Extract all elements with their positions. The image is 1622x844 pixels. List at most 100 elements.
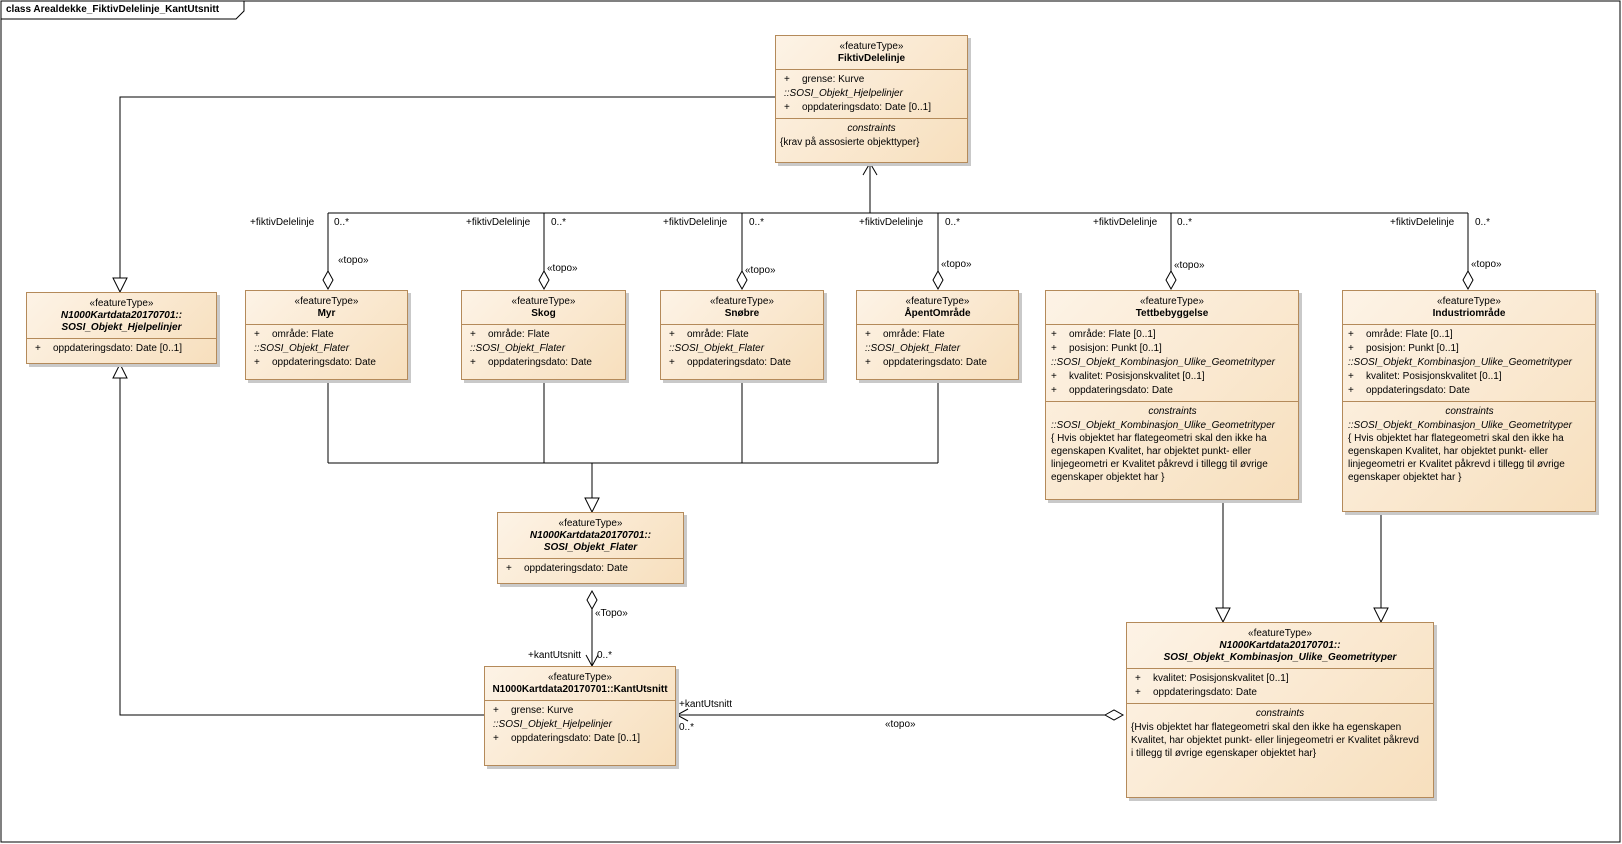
- attribute-row: +oppdateringsdato: Date: [865, 356, 1014, 370]
- attribute-row: + oppdateringsdato: Date: [1135, 686, 1429, 700]
- gen-triangle-hjelpelinjer-bottom: [112, 362, 128, 379]
- class-header: «featureType» N1000Kartdata20170701:: SO…: [498, 513, 683, 559]
- attribute-list: +område: Flate ::SOSI_Objekt_Flater +opp…: [857, 325, 1018, 373]
- stereotype-label: «featureType»: [558, 518, 623, 529]
- visibility-marker: +: [1135, 687, 1141, 698]
- attribute-text: posisjon: Punkt [0..1]: [1366, 343, 1459, 354]
- constraints-section: constraints ::SOSI_Objekt_Kombinasjon_Ul…: [1343, 401, 1595, 487]
- class-tettbebyggelse[interactable]: «featureType» Tettbebyggelse +område: Fl…: [1045, 290, 1299, 500]
- stereotype-label: «featureType»: [1437, 296, 1501, 307]
- class-name: Tettbebyggelse: [1135, 308, 1209, 319]
- multiplicity-label-industri: 0..*: [1475, 217, 1491, 228]
- class-name: SOSI_Objekt_Flater: [543, 542, 638, 553]
- class-apentomrade[interactable]: «featureType» ÅpentOmråde +område: Flate…: [856, 290, 1019, 380]
- class-industriomrade[interactable]: «featureType» Industriområde + område: Fl…: [1342, 290, 1596, 512]
- attribute-text: oppdateringsdato: Date: [687, 357, 791, 368]
- stereotype-label-kombinasjon-topo: «topo»: [885, 719, 916, 730]
- role-label-apent: +fiktivDelelinje: [859, 217, 924, 228]
- constraints-section: constraints {Hvis objektet har flategeom…: [1127, 703, 1433, 763]
- class-sosi-objekt-flater[interactable]: «featureType» N1000Kartdata20170701:: SO…: [497, 512, 684, 584]
- attribute-text: oppdateringsdato: Date: [272, 357, 376, 368]
- visibility-marker: +: [1135, 673, 1141, 684]
- attribute-text: område: Flate [0..1]: [1366, 329, 1453, 340]
- aggregation-diamond-skog: [538, 269, 550, 291]
- attribute-row: +oppdateringsdato: Date: [669, 356, 819, 370]
- stereotype-label-apent-topo: «topo»: [941, 259, 972, 270]
- class-header: «featureType» Industriområde: [1343, 291, 1595, 325]
- visibility-marker: +: [784, 102, 790, 113]
- attribute-group: ::SOSI_Objekt_Kombinasjon_Ulike_Geometri…: [1348, 357, 1572, 368]
- attribute-row: + oppdateringsdato: Date: [470, 356, 621, 370]
- attribute-row: +grense: Kurve: [784, 73, 963, 87]
- gen-triangle-tett: [1215, 607, 1231, 624]
- attribute-row: +kvalitet: Posisjonskvalitet [0..1]: [1051, 370, 1294, 384]
- attribute-list: +oppdateringsdato: Date [0..1]: [27, 339, 216, 359]
- attribute-row: +oppdateringsdato: Date [0..1]: [784, 101, 963, 115]
- constraint-line: linjegeometri er Kvalitet påkrevd i till…: [1348, 459, 1565, 470]
- attribute-row: +område: Flate: [254, 328, 403, 342]
- class-name-package: N1000Kartdata20170701::: [60, 310, 183, 321]
- constraints-title: constraints: [847, 123, 896, 134]
- class-header: «featureType» N1000Kartdata20170701:: SO…: [1127, 623, 1433, 669]
- aggregation-diamond-industri: [1462, 269, 1474, 291]
- class-sosi-objekt-kombinasjon[interactable]: «featureType» N1000Kartdata20170701:: SO…: [1126, 622, 1434, 798]
- attribute-row: +oppdateringsdato: Date: [506, 562, 679, 576]
- attribute-row: +kvalitet: Posisjonskvalitet [0..1]: [1348, 370, 1591, 384]
- constraints-group: ::SOSI_Objekt_Kombinasjon_Ulike_Geometri…: [1051, 420, 1275, 431]
- class-header: «featureType» Tettbebyggelse: [1046, 291, 1298, 325]
- attribute-row: +grense: Kurve: [493, 704, 671, 718]
- constraint-line: { Hvis objektet har flategeometri skal d…: [1051, 433, 1267, 444]
- stereotype-label: «featureType»: [548, 672, 612, 683]
- attribute-text: oppdateringsdato: Date: [883, 357, 987, 368]
- visibility-marker: +: [865, 329, 871, 340]
- visibility-marker: +: [1348, 329, 1354, 340]
- constraint-text: {krav på assosierte objekttyper}: [780, 137, 920, 148]
- multiplicity-label-apent: 0..*: [945, 217, 961, 228]
- visibility-marker: +: [470, 357, 476, 368]
- attribute-list: +område: Flate [0..1] +posisjon: Punkt […: [1343, 325, 1595, 401]
- attribute-text: oppdateringsdato: Date: [1153, 687, 1257, 698]
- class-fiktivdelelinje[interactable]: «featureType» FiktivDelelinje +grense: K…: [775, 35, 968, 163]
- visibility-marker: +: [1348, 371, 1354, 382]
- multiplicity-label-skog: 0..*: [551, 217, 567, 228]
- constraint-line: egenskapen Kvalitet, har objektet punkt-…: [1348, 446, 1549, 457]
- attribute-text: oppdateringsdato: Date: [524, 563, 628, 574]
- attribute-row: +oppdateringsdato: Date: [1051, 384, 1294, 398]
- class-name: Snøbre: [724, 308, 760, 319]
- attribute-row: +oppdateringsdato: Date [0..1]: [35, 342, 212, 356]
- komb-kant-arrow: [675, 708, 689, 722]
- attribute-list: +område: Flate ::SOSI_Objekt_Flater +opp…: [661, 325, 823, 373]
- gen-triangle-industri: [1373, 607, 1389, 624]
- class-header: «featureType» Myr: [246, 291, 407, 325]
- attribute-list: +grense: Kurve ::SOSI_Objekt_Hjelpelinje…: [485, 701, 675, 749]
- attribute-group: ::SOSI_Objekt_Kombinasjon_Ulike_Geometri…: [1051, 357, 1275, 368]
- attribute-row: +område: Flate: [865, 328, 1014, 342]
- attribute-list: +kvalitet: Posisjonskvalitet [0..1] +opp…: [1127, 669, 1433, 703]
- class-snobre[interactable]: «featureType» Snøbre +område: Flate ::SO…: [660, 290, 824, 380]
- class-myr[interactable]: «featureType» Myr +område: Flate ::SOSI_…: [245, 290, 408, 380]
- generalization-kantutsnitt-hjelpelinjer: [119, 378, 484, 716]
- stereotype-label-industri-topo: «topo»: [1471, 259, 1502, 270]
- multiplicity-label-tett: 0..*: [1177, 217, 1193, 228]
- attribute-text: oppdateringsdato: Date: [488, 357, 592, 368]
- attribute-row: +oppdateringsdato: Date: [1348, 384, 1591, 398]
- attribute-row: + område: Flate [0..1]: [1348, 328, 1591, 342]
- stereotype-label-tett-topo: «topo»: [1174, 260, 1205, 271]
- attribute-list: +område: Flate ::SOSI_Objekt_Flater +opp…: [246, 325, 407, 373]
- attribute-row: +posisjon: Punkt [0..1]: [1051, 342, 1294, 356]
- attribute-text: oppdateringsdato: Date: [1069, 385, 1173, 396]
- attribute-row: +oppdateringsdato: Date [0..1]: [493, 732, 671, 746]
- attribute-group: ::SOSI_Objekt_Flater: [470, 343, 566, 354]
- stereotype-label: «featureType»: [710, 296, 774, 307]
- class-skog[interactable]: «featureType» Skog +område: Flate ::SOSI…: [461, 290, 626, 380]
- class-header: «featureType» Skog: [462, 291, 625, 325]
- stereotype-label-skog-topo: «topo»: [547, 263, 578, 274]
- class-kantutsnitt[interactable]: «featureType» N1000Kartdata20170701::Kan…: [484, 666, 676, 766]
- attribute-row: +posisjon: Punkt [0..1]: [1348, 342, 1591, 356]
- role-label-industri: +fiktivDelelinje: [1390, 217, 1455, 228]
- class-sosi-objekt-hjelpelinjer[interactable]: «featureType» N1000Kartdata20170701:: SO…: [26, 292, 217, 364]
- class-name: ÅpentOmråde: [904, 308, 971, 319]
- visibility-marker: +: [35, 343, 41, 354]
- visibility-marker: +: [1051, 343, 1057, 354]
